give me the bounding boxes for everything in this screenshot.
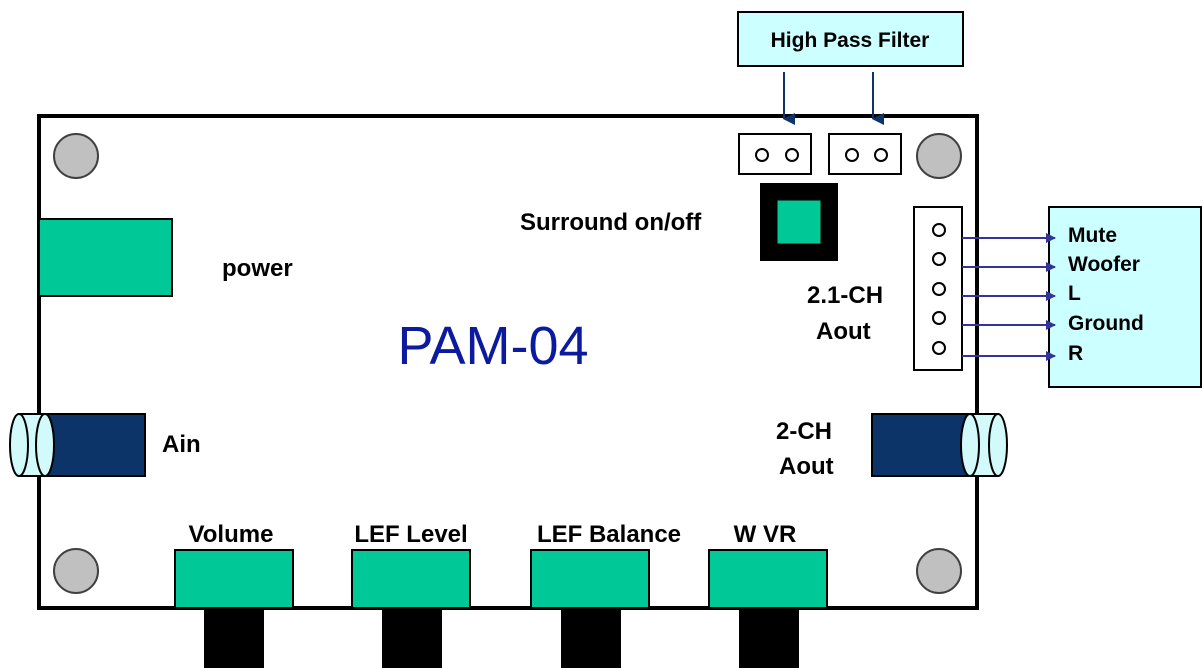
ch21-aout-label-line1: 2.1-CH xyxy=(807,282,883,309)
ch21-header-pins xyxy=(932,223,946,355)
knob-label-lef-level: LEF Level xyxy=(354,521,467,548)
knob-shaft-lef-balance xyxy=(561,610,621,668)
hpf-jumper-left xyxy=(738,133,812,175)
knob-body-lef-level xyxy=(351,549,471,609)
ch2-jack-body xyxy=(871,413,975,477)
knob-body-w-vr xyxy=(708,549,828,609)
surround-label: Surround on/off xyxy=(520,209,702,236)
knob-label-lef-balance: LEF Balance xyxy=(537,521,681,548)
hpf-callout-label: High Pass Filter xyxy=(771,29,930,52)
mount-hole-bottom-right xyxy=(916,548,962,594)
ain-jack-body xyxy=(42,413,146,477)
mount-hole-top-left xyxy=(53,133,99,179)
pin-arrows xyxy=(962,233,1056,361)
knob-body-lef-balance xyxy=(530,549,650,609)
power-connector xyxy=(38,218,173,297)
knob-shaft-volume xyxy=(204,610,264,668)
knob-shaft-w-vr xyxy=(739,610,799,668)
knob-shaft-lef-level xyxy=(382,610,442,668)
ch21-aout-label-line2: Aout xyxy=(816,318,871,345)
ain-jack-tip xyxy=(9,413,55,477)
hpf-jumper-right xyxy=(828,133,902,175)
power-label: power xyxy=(222,255,293,282)
mount-hole-top-right xyxy=(916,133,962,179)
pin-label-l: L xyxy=(1068,282,1081,305)
pin-label-r: R xyxy=(1068,342,1083,365)
knob-body-volume xyxy=(174,549,294,609)
hpf-callout-box xyxy=(737,11,964,67)
ch2-jack-tip xyxy=(960,413,1008,477)
pin-label-mute: Mute xyxy=(1068,224,1117,247)
mount-hole-bottom-left xyxy=(53,548,99,594)
ch2-aout-label-line2: Aout xyxy=(779,453,834,480)
knob-label-w-vr: W VR xyxy=(734,521,797,548)
knob-label-volume: Volume xyxy=(189,521,274,548)
ain-label: Ain xyxy=(162,431,201,458)
board-title: PAM-04 xyxy=(397,316,588,376)
pin-label-ground: Ground xyxy=(1068,312,1144,335)
pin-label-woofer: Woofer xyxy=(1068,253,1140,276)
surround-switch-button xyxy=(776,199,822,245)
ch2-aout-label-line1: 2-CH xyxy=(776,418,832,445)
